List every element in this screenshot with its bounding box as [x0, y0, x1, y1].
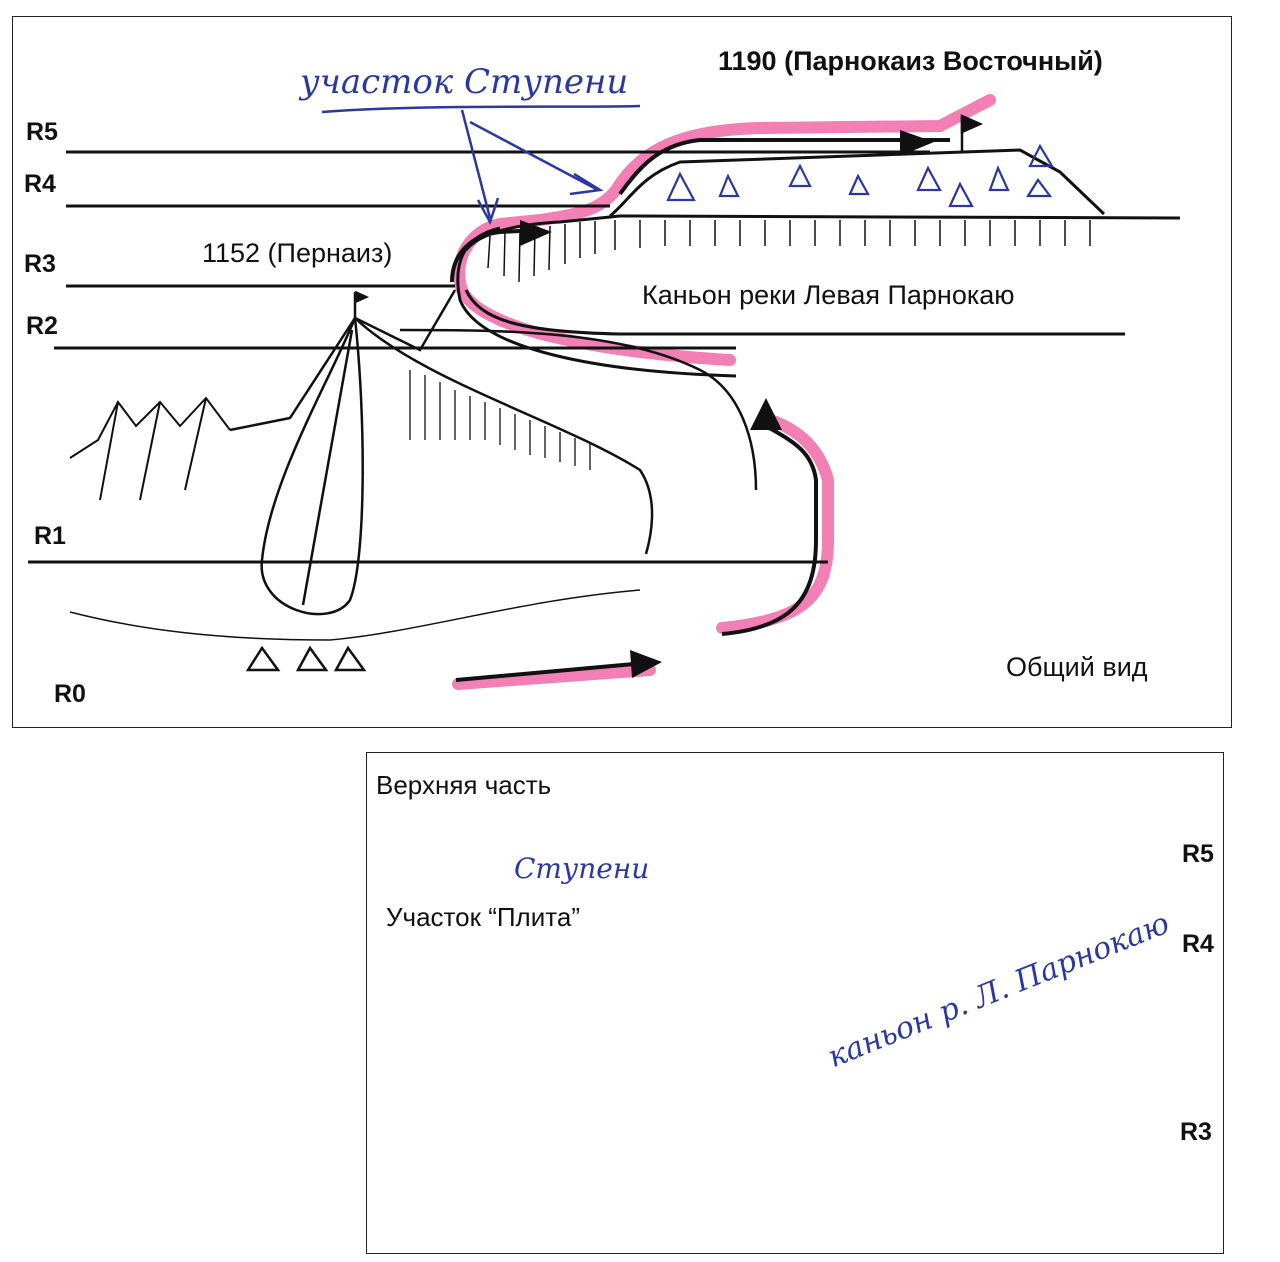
canyon-label: Каньон реки Левая Парнокаю: [642, 280, 1015, 310]
summit-flag-1190: [960, 114, 984, 152]
level-lines-top: [28, 150, 930, 564]
handwritten-steps-label: участок Ступени: [300, 62, 629, 102]
overview-label: Общий вид: [1006, 652, 1148, 682]
bottom-level-r3-label: R3: [1180, 1118, 1212, 1146]
ground-line: [69, 589, 641, 641]
level-r0-label: R0: [54, 680, 86, 708]
canyon-hatching: [487, 220, 1091, 283]
plita-section-label: Участок “Плита”: [386, 902, 580, 932]
bottom-level-r5-label: R5: [1182, 840, 1214, 868]
route-arrowheads-top: [520, 130, 934, 678]
upper-part-title: Верхняя часть: [376, 770, 552, 800]
slope-hatching: [409, 370, 591, 470]
trees: [69, 396, 231, 501]
summit-1190-title: 1190 (Парнокаиз Восточный): [718, 46, 1103, 76]
bottom-level-r4-label: R4: [1182, 930, 1214, 958]
handwritten-steps: Ступени: [514, 852, 650, 885]
level-r2-label: R2: [26, 312, 58, 340]
upper-part-panel: [366, 752, 1224, 1254]
level-r1-label: R1: [34, 522, 66, 550]
camp-tents: [245, 645, 367, 672]
overview-panel: [12, 16, 1232, 728]
handwritten-arrows: [321, 104, 641, 226]
plateau-tents: [666, 143, 1054, 208]
level-r4-label: R4: [24, 170, 56, 198]
level-r3-label: R3: [24, 250, 56, 278]
level-r5-label: R5: [26, 118, 58, 146]
peak-1152-label: 1152 (Пернаиз): [202, 238, 393, 268]
route-line-top: [450, 228, 818, 682]
peak-1152: [229, 289, 758, 616]
